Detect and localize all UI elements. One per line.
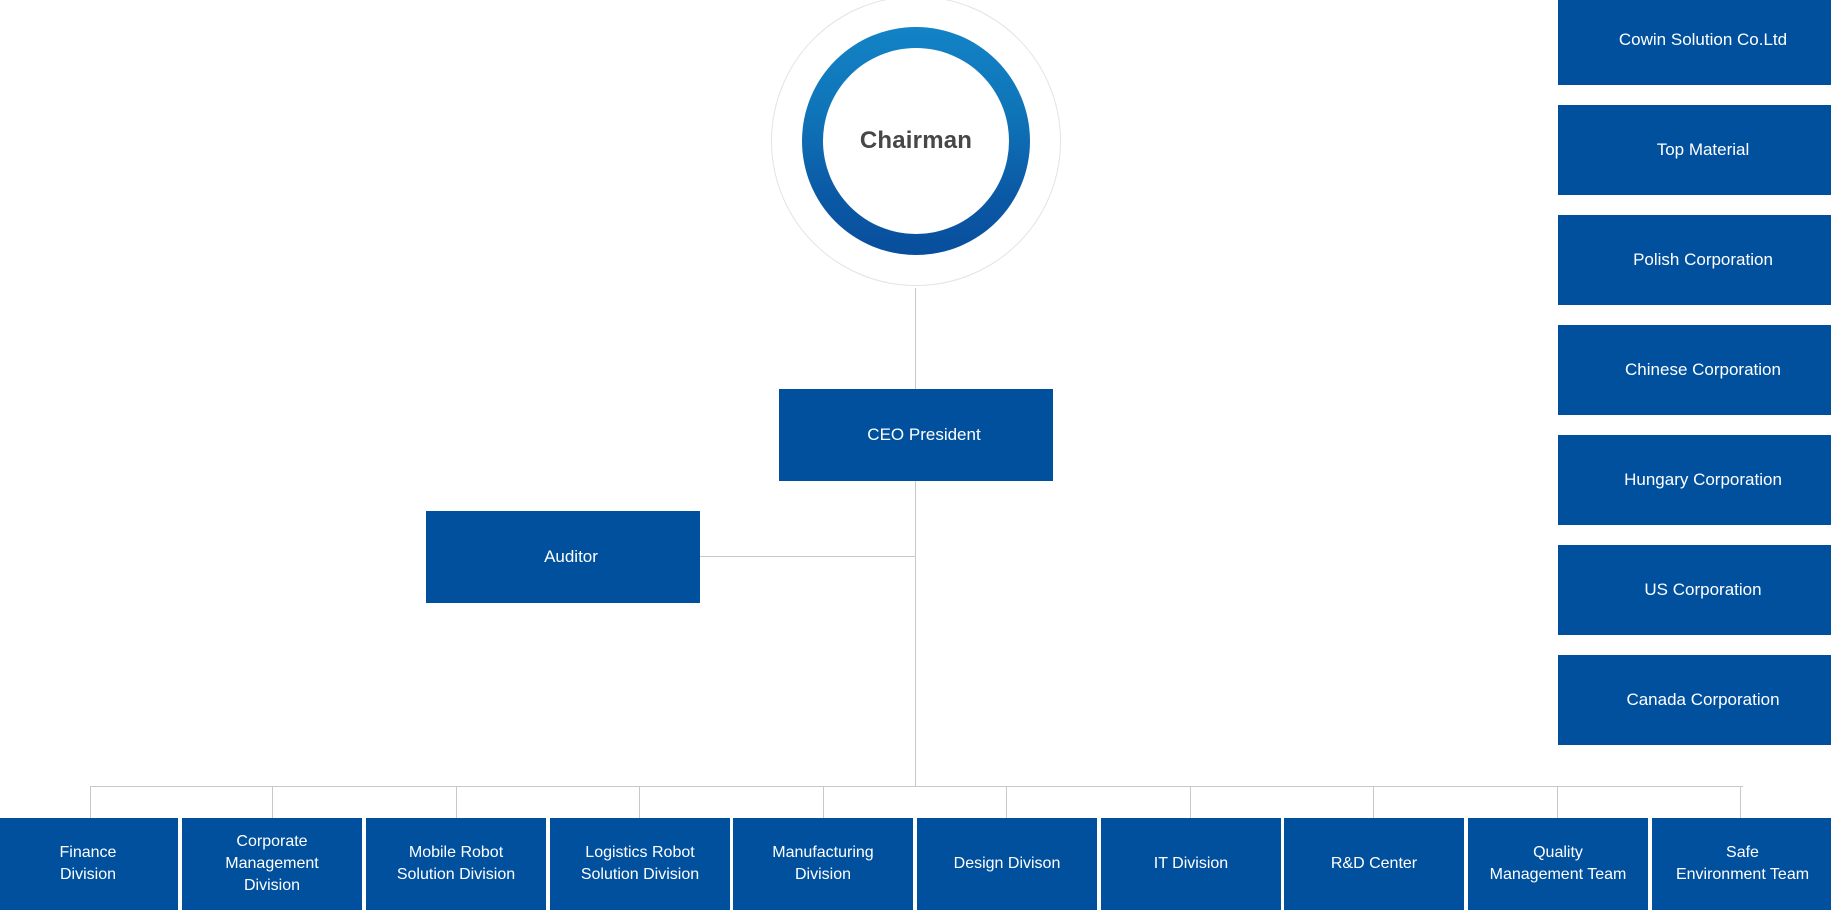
ceo-president-label: CEO President <box>867 424 981 444</box>
affiliate-box-polish-corporation[interactable]: Polish Corporation <box>1558 215 1831 305</box>
division-label: Quality Management Team <box>1489 844 1627 883</box>
division-box-corporate-management[interactable]: Corporate Management Division <box>182 818 362 910</box>
connector-drop-division-2 <box>272 786 273 818</box>
connector-drop-division-9 <box>1557 786 1558 818</box>
affiliate-box-chinese-corporation[interactable]: Chinese Corporation <box>1558 325 1831 415</box>
affiliate-label: Cowin Solution Co.Ltd <box>1618 29 1788 49</box>
chairman-inner-circle: Chairman <box>823 48 1009 234</box>
division-label: Safe Environment Team <box>1675 844 1810 883</box>
affiliate-label: Chinese Corporation <box>1625 359 1781 379</box>
division-label: Mobile Robot Solution Division <box>396 844 516 883</box>
connector-drop-division-8 <box>1373 786 1374 818</box>
connector-auditor-to-trunk <box>700 556 916 557</box>
affiliate-box-hungary-corporation[interactable]: Hungary Corporation <box>1558 435 1831 525</box>
connector-drop-division-4 <box>639 786 640 818</box>
connector-ceo-trunk <box>915 481 916 786</box>
ceo-president-box[interactable]: CEO President <box>779 389 1053 481</box>
division-label: Design Divison <box>953 855 1061 873</box>
division-box-finance[interactable]: Finance Division <box>0 818 178 910</box>
division-box-safe-environment-team[interactable]: Safe Environment Team <box>1652 818 1831 910</box>
chairman-label: Chairman <box>859 127 973 154</box>
affiliate-label: US Corporation <box>1644 579 1762 599</box>
division-label: Manufacturing Division <box>772 844 874 883</box>
division-box-mobile-robot-solution[interactable]: Mobile Robot Solution Division <box>366 818 546 910</box>
affiliate-box-cowin-solution[interactable]: Cowin Solution Co.Ltd <box>1558 0 1831 85</box>
affiliate-label: Polish Corporation <box>1633 249 1773 269</box>
connector-drop-division-6 <box>1006 786 1007 818</box>
division-label: Corporate Management Division <box>225 833 319 894</box>
division-label: R&D Center <box>1330 855 1418 873</box>
division-box-quality-management-team[interactable]: Quality Management Team <box>1468 818 1648 910</box>
auditor-label: Auditor <box>544 546 598 566</box>
connector-drop-division-3 <box>456 786 457 818</box>
affiliate-label: Top Material <box>1656 139 1750 159</box>
connector-chairman-to-ceo <box>915 288 916 389</box>
division-box-design[interactable]: Design Divison <box>917 818 1097 910</box>
affiliate-box-canada-corporation[interactable]: Canada Corporation <box>1558 655 1831 745</box>
auditor-box[interactable]: Auditor <box>426 511 700 603</box>
connector-drop-division-10 <box>1740 786 1741 818</box>
affiliate-label: Canada Corporation <box>1626 689 1780 709</box>
chairman-node[interactable]: Chairman <box>771 0 1061 286</box>
chairman-ring-decoration: Chairman <box>802 27 1030 255</box>
connector-drop-division-7 <box>1190 786 1191 818</box>
connector-drop-division-1 <box>90 786 91 818</box>
connector-division-bus <box>90 786 1743 787</box>
division-label: Logistics Robot Solution Division <box>580 844 700 883</box>
division-box-logistics-robot-solution[interactable]: Logistics Robot Solution Division <box>550 818 730 910</box>
division-label: IT Division <box>1153 855 1229 873</box>
division-box-it[interactable]: IT Division <box>1101 818 1281 910</box>
division-box-rnd-center[interactable]: R&D Center <box>1284 818 1464 910</box>
affiliate-label: Hungary Corporation <box>1624 469 1782 489</box>
division-label: Finance Division <box>59 844 117 883</box>
affiliate-box-us-corporation[interactable]: US Corporation <box>1558 545 1831 635</box>
division-box-manufacturing[interactable]: Manufacturing Division <box>733 818 913 910</box>
affiliate-box-top-material[interactable]: Top Material <box>1558 105 1831 195</box>
connector-drop-division-5 <box>823 786 824 818</box>
